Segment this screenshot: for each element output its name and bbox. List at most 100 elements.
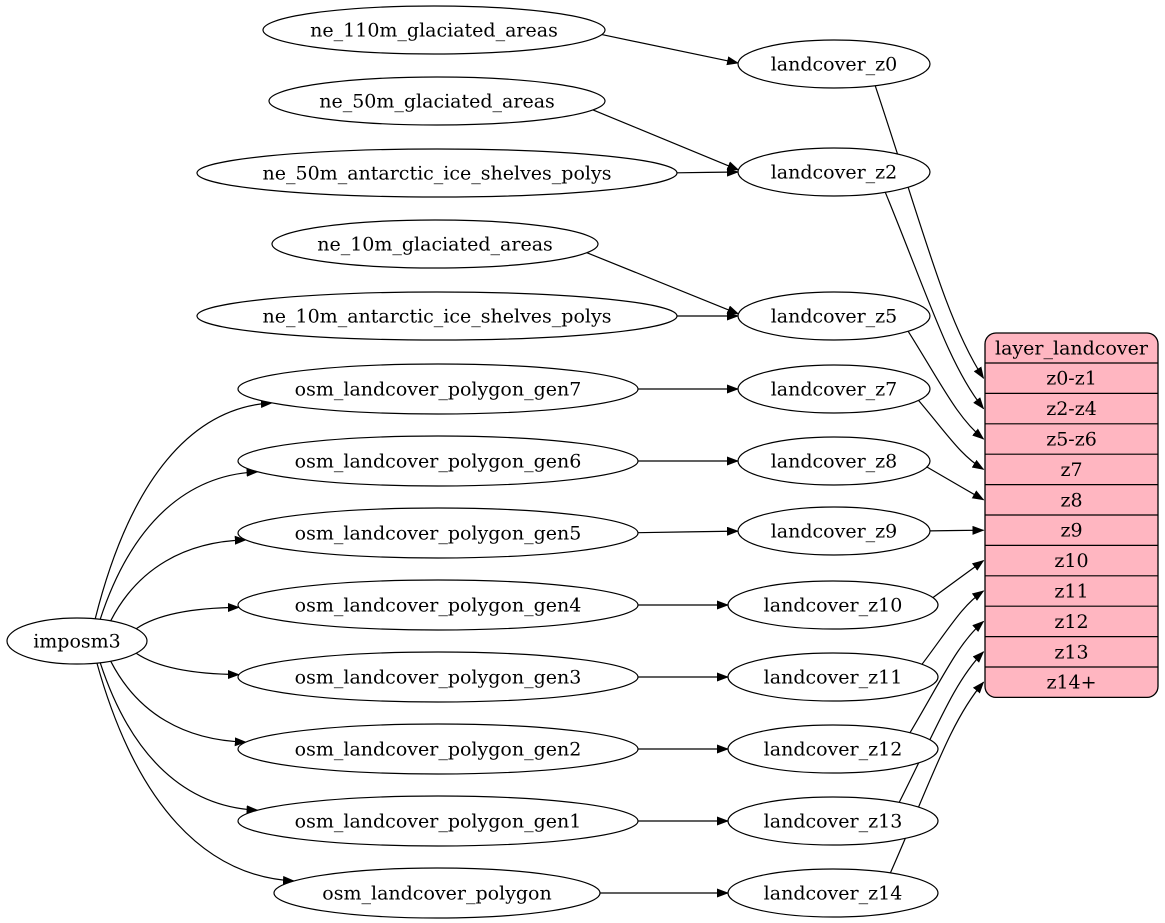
edge-landcover_z2-to-z2-z4 [884, 192, 985, 410]
node-ellipse [727, 724, 939, 774]
node-ellipse [237, 795, 639, 847]
edge-ne_10m_glaciated_areas-to-landcover_z5 [586, 252, 740, 315]
node-ellipse [6, 617, 148, 665]
node-ellipse [727, 652, 939, 702]
node-label: osm_landcover_polygon_gen7 [295, 378, 582, 400]
node-landcover_z14: landcover_z14 [727, 868, 939, 918]
edge-landcover_z9-to-z9 [929, 525, 985, 535]
table-row-z5-z6: z5-z6 [1046, 428, 1097, 450]
node-landcover_z8: landcover_z8 [737, 436, 931, 486]
node-osm_landcover_polygon_gen6: osm_landcover_polygon_gen6 [237, 435, 639, 487]
edge-imposm3-to-osm_landcover_polygon_gen1 [99, 662, 259, 815]
edge-imposm3-to-osm_landcover_polygon_gen2 [110, 660, 247, 747]
node-landcover_z12: landcover_z12 [727, 724, 939, 774]
node-osm_landcover_polygon_gen4: osm_landcover_polygon_gen4 [237, 579, 639, 631]
edge-landcover_z8-to-z8 [926, 466, 985, 501]
node-ne_50m_glaciated_areas: ne_50m_glaciated_areas [268, 76, 606, 126]
edge-imposm3-to-osm_landcover_polygon_gen6 [99, 467, 259, 620]
edge-ne_50m_glaciated_areas-to-landcover_z2 [592, 109, 740, 171]
edge-landcover_z13-to-z13 [898, 651, 985, 803]
edge-landcover_z12-to-z12 [909, 620, 985, 734]
node-landcover_z0: landcover_z0 [737, 39, 931, 89]
node-ellipse [237, 507, 639, 559]
node-label: landcover_z14 [764, 882, 903, 904]
node-ellipse [737, 39, 931, 89]
node-ne_10m_glaciated_areas: ne_10m_glaciated_areas [271, 219, 599, 269]
node-landcover_z7: landcover_z7 [737, 364, 931, 414]
node-osm_landcover_polygon_gen7: osm_landcover_polygon_gen7 [237, 363, 639, 415]
edge-ne_50m_antarctic_ice_shelves_polys-to-landcover_z2 [676, 167, 739, 177]
edge-landcover_z11-to-z11 [921, 590, 985, 665]
node-ne_110m_glaciated_areas: ne_110m_glaciated_areas [262, 5, 606, 55]
node-label: osm_landcover_polygon [322, 882, 551, 904]
table-layer_landcover: layer_landcoverz0-z1z2-z4z5-z6z7z8z9z10z… [984, 332, 1159, 699]
node-ellipse [737, 291, 931, 341]
table-row-z14+: z14+ [1046, 672, 1096, 694]
edge-imposm3-to-osm_landcover_polygon_gen3 [135, 652, 240, 680]
table-row-z12: z12 [1054, 611, 1088, 633]
node-label: landcover_z8 [771, 450, 898, 472]
node-imposm3: imposm3 [6, 617, 148, 665]
node-label: landcover_z7 [771, 378, 898, 400]
edge-imposm3-to-osm_landcover_polygon_gen4 [135, 602, 240, 630]
node-landcover_z13: landcover_z13 [727, 796, 939, 846]
edge-landcover_z10-to-z10 [932, 560, 985, 599]
node-ellipse [737, 506, 931, 556]
edge-osm_landcover_polygon_gen5-to-landcover_z9 [637, 526, 739, 536]
node-landcover_z9: landcover_z9 [737, 506, 931, 556]
node-osm_landcover_polygon_gen2: osm_landcover_polygon_gen2 [237, 723, 639, 775]
node-ne_10m_antarctic_ice_shelves_polys: ne_10m_antarctic_ice_shelves_polys [196, 291, 678, 341]
node-ellipse [196, 291, 678, 341]
node-label: landcover_z5 [771, 305, 898, 327]
node-label: ne_110m_glaciated_areas [310, 19, 558, 41]
node-osm_landcover_polygon_gen1: osm_landcover_polygon_gen1 [237, 795, 639, 847]
table-row-z13: z13 [1054, 641, 1088, 663]
node-landcover_z11: landcover_z11 [727, 652, 939, 702]
node-ne_50m_antarctic_ice_shelves_polys: ne_50m_antarctic_ice_shelves_polys [196, 148, 678, 198]
table-row-z9: z9 [1060, 520, 1082, 542]
node-label: landcover_z12 [764, 738, 903, 760]
node-ellipse [727, 580, 939, 630]
node-landcover_z2: landcover_z2 [737, 147, 931, 197]
node-osm_landcover_polygon: osm_landcover_polygon [273, 867, 601, 919]
node-label: ne_10m_glaciated_areas [317, 233, 553, 255]
node-label: osm_landcover_polygon_gen1 [295, 810, 582, 832]
node-ellipse [268, 76, 606, 126]
table-row-z8: z8 [1060, 489, 1082, 511]
table-title: layer_landcover [995, 337, 1149, 359]
node-ellipse [262, 5, 606, 55]
node-ellipse [737, 364, 931, 414]
node-label: landcover_z13 [764, 810, 903, 832]
node-label: ne_50m_antarctic_ice_shelves_polys [263, 162, 612, 184]
node-label: osm_landcover_polygon_gen6 [295, 450, 582, 472]
node-label: osm_landcover_polygon_gen3 [295, 666, 582, 688]
node-landcover_z5: landcover_z5 [737, 291, 931, 341]
table-row-z10: z10 [1054, 550, 1088, 572]
node-label: imposm3 [33, 630, 121, 652]
node-osm_landcover_polygon_gen3: osm_landcover_polygon_gen3 [237, 651, 639, 703]
node-label: ne_50m_glaciated_areas [319, 90, 555, 112]
node-ellipse [271, 219, 599, 269]
node-ellipse [737, 147, 931, 197]
node-label: landcover_z9 [771, 520, 898, 542]
node-label: osm_landcover_polygon_gen2 [295, 738, 582, 760]
node-label: landcover_z11 [764, 666, 903, 688]
node-label: landcover_z2 [771, 161, 898, 183]
edge-landcover_z5-to-z5-z6 [907, 330, 985, 440]
node-landcover_z10: landcover_z10 [727, 580, 939, 630]
node-ellipse [727, 796, 939, 846]
edge-imposm3-to-osm_landcover_polygon [96, 662, 295, 885]
edge-imposm3-to-osm_landcover_polygon_gen5 [110, 535, 247, 622]
node-ellipse [727, 868, 939, 918]
edge-ne_110m_glaciated_areas-to-landcover_z0 [601, 34, 740, 66]
node-ellipse [237, 435, 639, 487]
node-ellipse [237, 651, 639, 703]
node-ellipse [237, 363, 639, 415]
node-label: landcover_z0 [771, 53, 898, 75]
node-label: osm_landcover_polygon_gen5 [295, 522, 582, 544]
node-label: landcover_z10 [764, 594, 903, 616]
table-row-z2-z4: z2-z4 [1046, 398, 1097, 420]
table-row-z7: z7 [1060, 459, 1082, 481]
